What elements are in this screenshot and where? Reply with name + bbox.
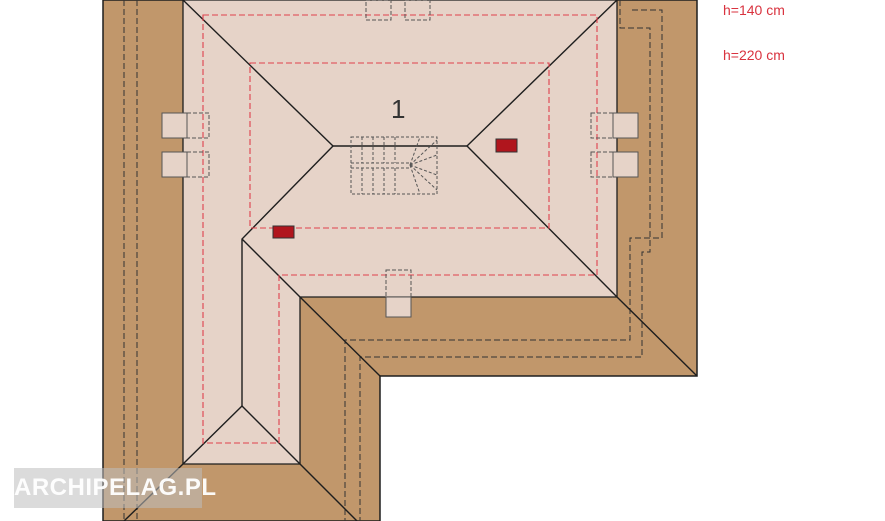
legend-height-140: h=140 cm bbox=[723, 2, 785, 18]
room-number-label: 1 bbox=[391, 94, 406, 124]
wall-dashed-outline bbox=[123, 0, 663, 521]
chimney-left bbox=[272, 225, 295, 239]
chimney-right bbox=[495, 138, 518, 153]
height-220-contour bbox=[249, 62, 550, 229]
height-140-contour bbox=[202, 14, 598, 444]
staircase-icon bbox=[350, 136, 438, 195]
legend-height-220: h=220 cm bbox=[723, 47, 785, 63]
watermark-logo: ARCHIPELAG.PL bbox=[14, 468, 216, 508]
roof-windows bbox=[161, 0, 639, 318]
